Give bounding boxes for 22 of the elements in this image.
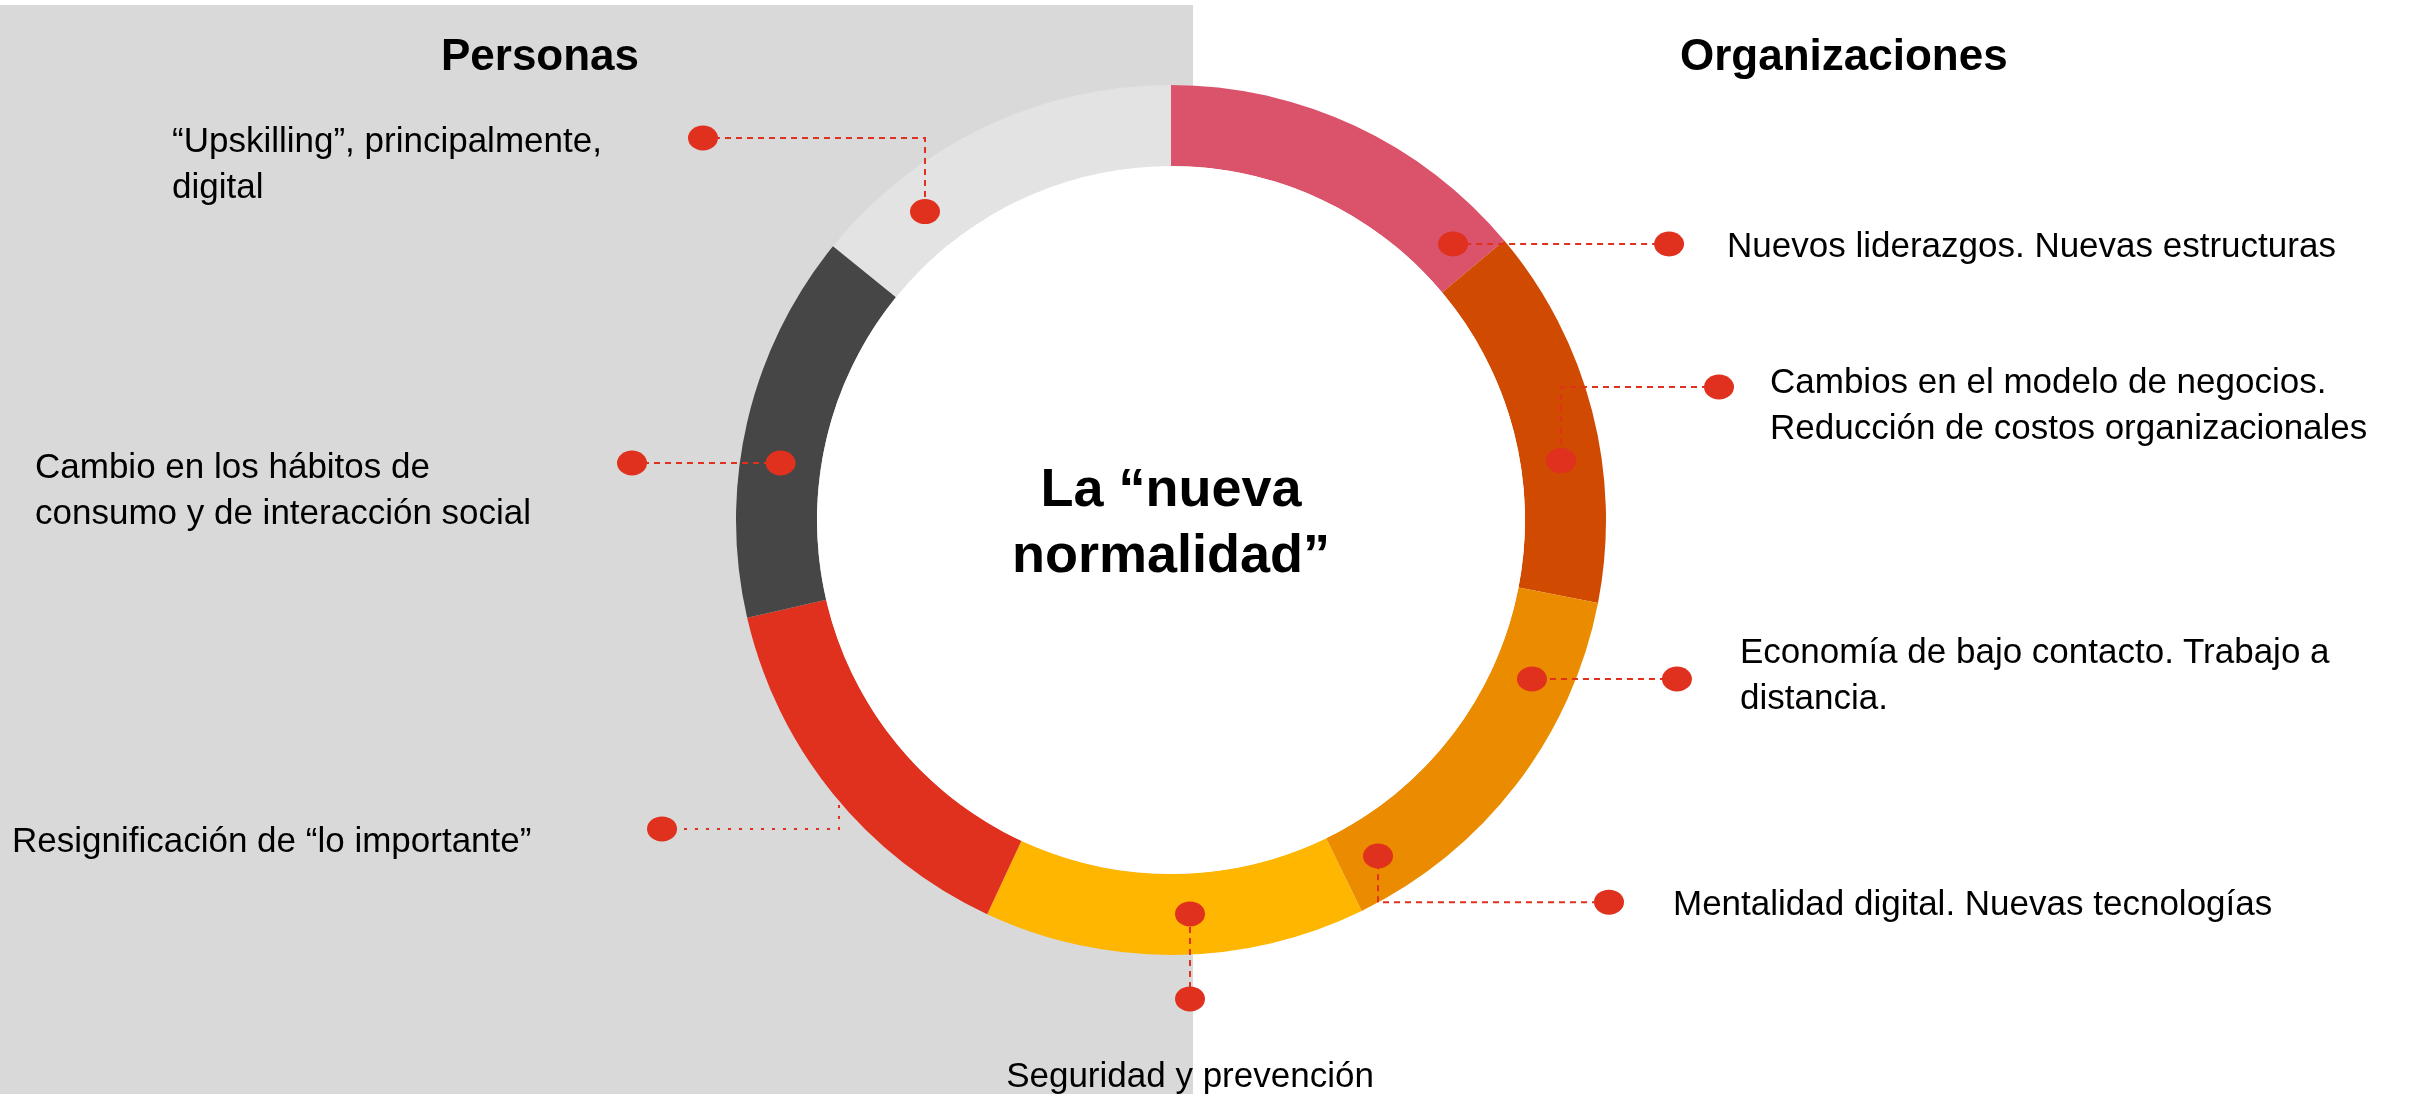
- ring-segment: [987, 838, 1362, 955]
- leader-line: [617, 450, 796, 476]
- leader-line: [1437, 231, 1684, 257]
- item-label: Nuevos liderazgos. Nuevas estructuras: [1727, 222, 2407, 268]
- section-heading: Organizaciones: [1680, 30, 2008, 80]
- item-label: Mentalidad digital. Nuevas tecnologías: [1673, 880, 2373, 926]
- ring-segment: [1442, 240, 1606, 603]
- item-label: “Upskilling”, principalmente, digital: [172, 117, 692, 209]
- item-label: Resignificación de “lo importante”: [12, 817, 632, 863]
- item-label: Seguridad y prevención: [940, 1052, 1440, 1094]
- leader-line: [1546, 374, 1734, 474]
- item-label: Cambio en los hábitos de consumo y de interacción social: [35, 443, 555, 535]
- item-label: Economía de bajo contacto. Trabajo a distancia.: [1740, 628, 2390, 720]
- leader-line: [1517, 666, 1692, 692]
- panel-heading: Personas: [439, 30, 641, 80]
- ring-segment: [1326, 587, 1598, 911]
- item-label: Cambios en el modelo de negocios. Reducción de costos organizacionales: [1770, 358, 2430, 450]
- leader-line: [1363, 843, 1624, 915]
- leader-line: [1175, 901, 1205, 1012]
- leader-line: [688, 125, 940, 225]
- center-title: La “nueva normalidad”: [1010, 456, 1331, 585]
- ring-segment: [1171, 85, 1505, 293]
